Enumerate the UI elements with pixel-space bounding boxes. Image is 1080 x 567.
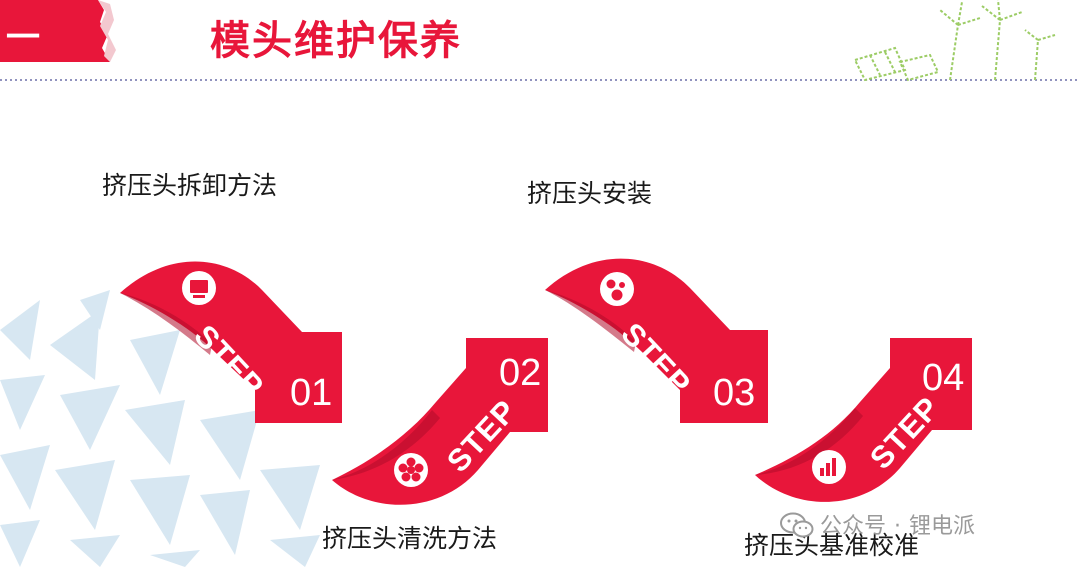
step-02-arrow [332,338,548,505]
step-04-arrow [755,338,972,502]
step-03-arrow [545,258,768,423]
step-01-arrow [120,261,342,423]
step-01-number: 01 [290,372,333,414]
step-04-label: 挤压头基准校准 [744,531,920,560]
step-04-number: 04 [922,357,965,399]
header-divider [0,79,1080,81]
watermark-prefix: 公众号 [820,514,887,539]
step-03-label: 挤压头安装 [527,179,653,208]
circles-icon [600,272,634,306]
section-number: 一 [6,18,40,58]
watermark-name: 锂电派 [909,514,976,539]
bar-chart-icon [812,450,846,484]
renewable-energy-illustration [853,0,1056,82]
step-02-label: 挤压头清洗方法 [322,524,498,553]
monitor-icon [182,271,216,305]
step-03-number: 03 [713,372,756,414]
step-01-label: 挤压头拆卸方法 [102,171,278,200]
watermark-separator: · [894,514,902,539]
flower-icon [394,453,428,487]
watermark: 公众号 · 锂电派 [780,508,975,540]
page-title: 模头维护保养 [210,18,462,64]
section-badge [0,0,116,62]
wechat-icon [780,512,814,538]
step-02-number: 02 [499,352,542,394]
